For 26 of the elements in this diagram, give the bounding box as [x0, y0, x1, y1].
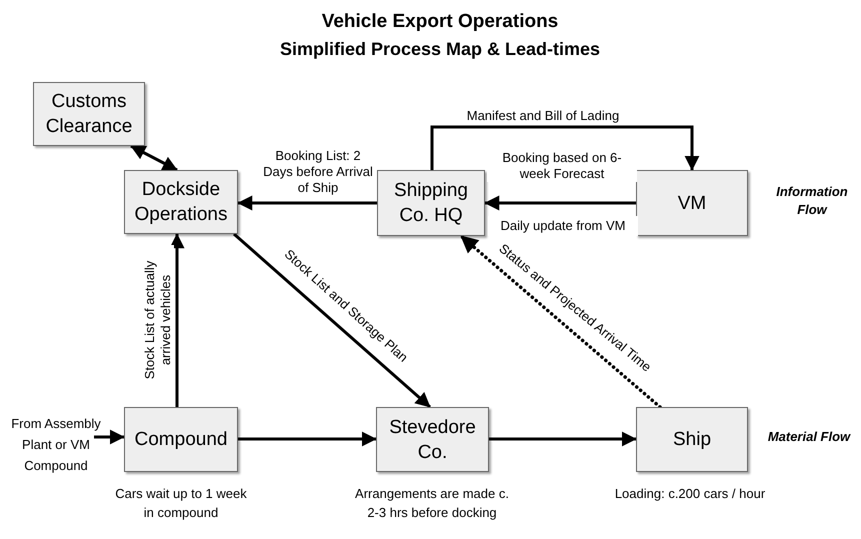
- process-box: VM: [636, 170, 748, 236]
- arrow: [430, 126, 700, 171]
- arrow: [233, 232, 431, 408]
- arrow: [170, 233, 184, 407]
- diagram-title: Vehicle Export Operations: [320, 10, 560, 34]
- arrow: [130, 144, 178, 172]
- diagram-subtitle: Simplified Process Map & Lead-times: [278, 38, 602, 61]
- process-box: Customs Clearance: [33, 82, 145, 146]
- source-text: From Assembly Plant or VM Compound: [10, 400, 102, 488]
- arrow: [238, 432, 377, 446]
- process-box: Shipping Co. HQ: [377, 170, 485, 236]
- arrow: [459, 234, 662, 409]
- arrow: [489, 432, 637, 446]
- node-note: Arrangements are made c. 2-3 hrs before docking: [354, 485, 510, 522]
- flow-label: Information Flow: [775, 183, 849, 219]
- process-box: Stevedore Co.: [376, 407, 489, 472]
- node-note: Loading: c.200 cars / hour: [614, 485, 766, 503]
- process-box: Dockside Operations: [124, 170, 238, 234]
- edge-label: Booking List: 2 Days before Arrival of Ship: [261, 148, 375, 196]
- node-note: Cars wait up to 1 week in compound: [114, 485, 248, 522]
- process-box: Compound: [124, 407, 238, 472]
- flow-label: Material Flow: [766, 428, 852, 446]
- process-box: Ship: [636, 407, 748, 472]
- arrow: [94, 430, 125, 444]
- arrow: [484, 196, 636, 210]
- arrow: [237, 196, 377, 210]
